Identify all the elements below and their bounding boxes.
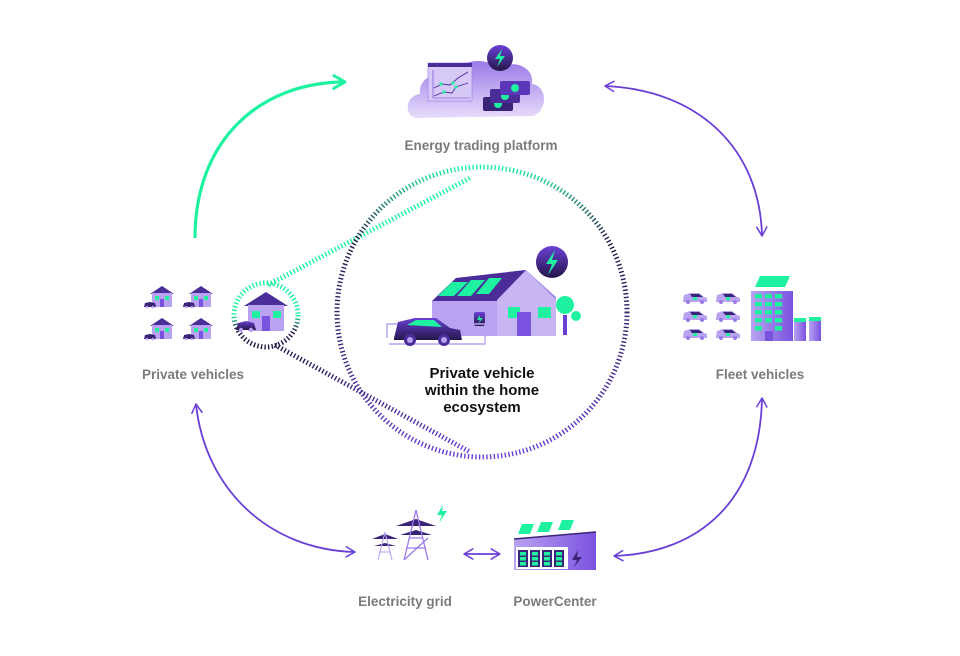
fleet-car-icon: [683, 329, 707, 340]
houses-with-cars-icon: [144, 286, 213, 341]
fleet-building-icon: [683, 276, 821, 341]
lens-small-circle: [231, 280, 301, 350]
lens-line-top: [266, 175, 472, 288]
small-house-icon: [183, 318, 213, 341]
arrow-powercenter-fleet: [613, 397, 768, 562]
office-building: [751, 276, 821, 341]
small-house-icon: [144, 286, 174, 309]
fleet-car-icon: [716, 329, 740, 340]
center-title: Private vehicle within the home ecosyste…: [402, 365, 562, 416]
cloud-trading-icon: [407, 45, 544, 118]
small-house-icon: [183, 286, 213, 309]
center-title-line-2: within the home: [424, 382, 540, 399]
fleet-car-icon: [683, 311, 707, 322]
fleet-car-icon: [716, 311, 740, 322]
lens-large-circle: [334, 164, 630, 460]
home-with-ev-solar-icon: [386, 246, 581, 346]
lens-house-icon: [236, 292, 288, 333]
battery-storage-icon: [513, 520, 597, 570]
money-stack-icon: [483, 81, 530, 111]
label-fleet-vehicles: Fleet vehicles: [715, 367, 805, 382]
lens-line-bottom: [273, 342, 472, 455]
zoom-lens: [231, 164, 630, 460]
center-title-line-3: ecosystem: [443, 399, 521, 416]
power-tower-icon: [372, 505, 470, 590]
arrow-trading-fleet: [604, 80, 768, 237]
center-title-line-1: Private vehicle: [429, 365, 535, 382]
fleet-cars: [683, 293, 740, 340]
label-private-vehicles: Private vehicles: [141, 367, 245, 382]
fleet-car-icon: [683, 293, 707, 304]
arrow-private-to-trading: [193, 74, 347, 239]
tree-icon: [556, 296, 581, 335]
small-house-icon: [144, 318, 174, 341]
label-energy-trading: Energy trading platform: [404, 138, 558, 153]
label-powercenter: PowerCenter: [513, 594, 597, 609]
ev-car-icon: [394, 318, 462, 346]
arrow-private-grid: [191, 403, 356, 558]
label-electricity-grid: Electricity grid: [358, 594, 452, 609]
fleet-car-icon: [716, 293, 740, 304]
